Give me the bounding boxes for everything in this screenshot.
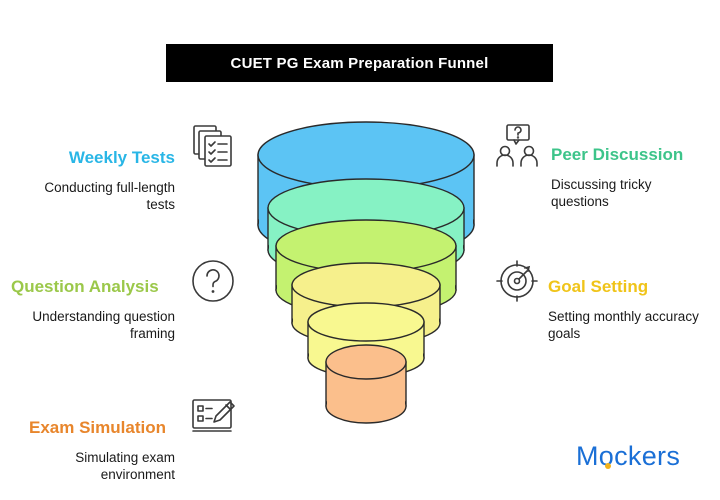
- goal-setting-description: Setting monthly accuracy goals: [548, 309, 699, 341]
- funnel-layer-goal-setting: [291, 262, 441, 346]
- exam-simulation-heading: Exam Simulation: [29, 418, 166, 437]
- funnel-layer-weekly-tests: [257, 121, 475, 259]
- question-analysis-description: Understanding question framing: [32, 309, 175, 341]
- mockers-logo-suffix: ckers: [614, 441, 681, 471]
- mockers-logo: Mockers: [576, 441, 680, 472]
- weekly-tests-description: Conducting full-length tests: [44, 180, 175, 212]
- goal-setting-heading: Goal Setting: [548, 277, 649, 296]
- peer-discussion-description: Discussing tricky questions: [551, 177, 652, 209]
- question-analysis-heading: Question Analysis: [11, 277, 159, 296]
- funnel-layer-peer-discussion: [267, 178, 465, 280]
- page-title: CUET PG Exam Preparation Funnel: [166, 44, 553, 82]
- discussion-people-icon: [494, 122, 540, 168]
- peer-discussion-heading: Peer Discussion: [551, 145, 684, 164]
- funnel-layer-exam-simulation: [325, 344, 407, 424]
- funnel-layer-stage-5: [307, 302, 425, 378]
- weekly-tests-heading: Weekly Tests: [68, 148, 175, 167]
- checklist-documents-icon: [190, 122, 236, 168]
- target-icon: [494, 258, 540, 304]
- mockers-logo-prefix: M: [576, 441, 599, 471]
- exam-simulation-description: Simulating exam environment: [75, 450, 175, 482]
- question-mark-circle-icon: [190, 258, 236, 304]
- mockers-logo-o: o: [598, 441, 615, 471]
- funnel-layer-question-analysis: [275, 219, 457, 317]
- computer-edit-icon: [190, 394, 236, 440]
